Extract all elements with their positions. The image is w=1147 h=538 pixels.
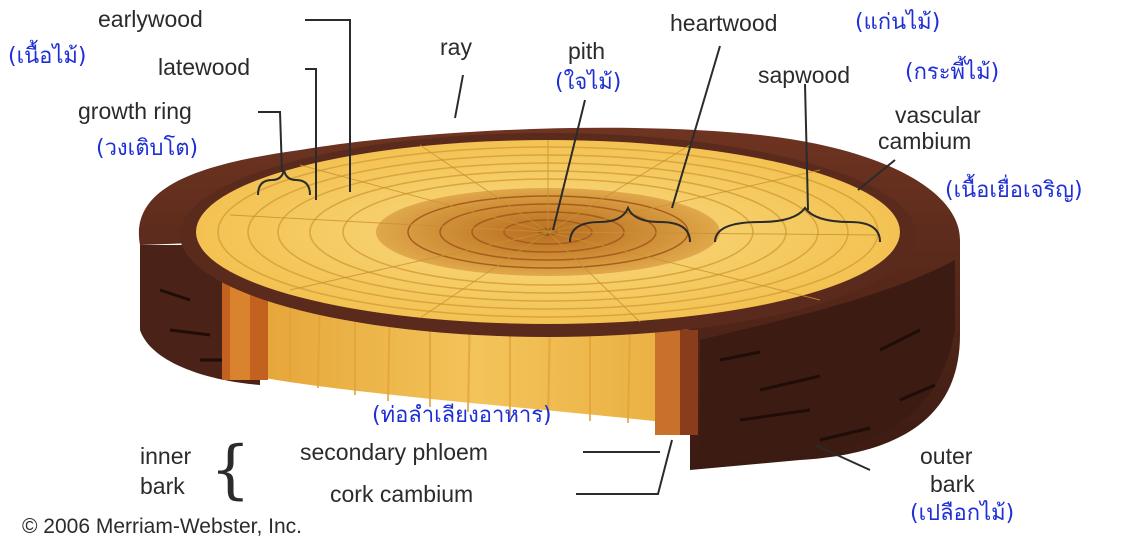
thai-sapwood-label: (กระพี้ไม้) — [905, 62, 999, 84]
copyright-notice: © 2006 Merriam-Webster, Inc. — [22, 516, 302, 537]
wood-top-face — [180, 133, 916, 337]
thai-outer-bark-label: (เปลือกไม้) — [910, 503, 1014, 525]
latewood-label: latewood — [158, 56, 250, 79]
cork-cambium-label: cork cambium — [330, 483, 473, 506]
thai-growth-ring-label: (วงเติบโต) — [96, 138, 198, 160]
sapwood-label: sapwood — [758, 64, 850, 87]
heartwood-label: heartwood — [670, 12, 777, 35]
thai-pith-label: (ใจไม้) — [555, 72, 621, 94]
growth-ring-label: growth ring — [78, 100, 192, 123]
inner-bark-brace: { — [210, 438, 251, 502]
earlywood-label: earlywood — [98, 8, 203, 31]
thai-heartwood-label: (แก่นไม้) — [855, 12, 940, 34]
vascular-cambium-label-line2: cambium — [878, 130, 971, 153]
thai-secondary-phloem-label: (ท่อลำเลียงอาหาร) — [372, 405, 552, 427]
outer-bark-label-line1: outer — [920, 445, 972, 468]
thai-vascular-cambium-label: (เนื้อเยื่อเจริญ) — [945, 180, 1083, 202]
inner-bark-label-line1: inner — [140, 445, 191, 468]
outer-bark-label-line2: bark — [930, 473, 975, 496]
secondary-phloem-label: secondary phloem — [300, 441, 488, 464]
inner-bark-label-line2: bark — [140, 475, 185, 498]
ray-label: ray — [440, 36, 472, 59]
thai-wood-label: (เนื้อไม้) — [8, 46, 87, 68]
vascular-cambium-label-line1: vascular — [895, 104, 981, 127]
pith-label: pith — [568, 40, 605, 63]
